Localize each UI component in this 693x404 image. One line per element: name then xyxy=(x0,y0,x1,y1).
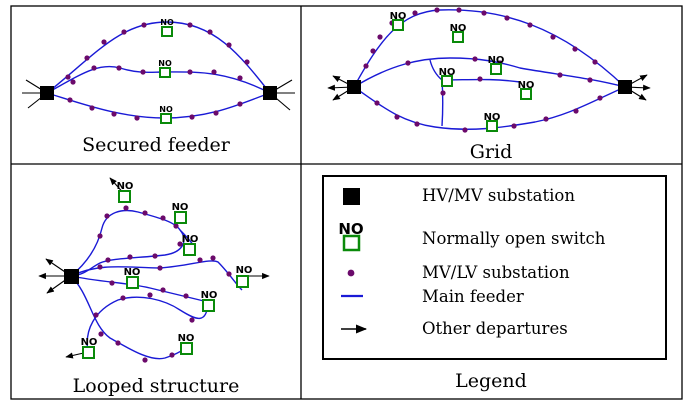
legend-normally-open-switch: NO Normally open switch xyxy=(338,220,606,252)
legend-mv-lv-substation: MV/LV substation xyxy=(347,263,570,282)
legend-caption: Legend xyxy=(455,370,527,392)
svg-text:NO: NO xyxy=(488,55,505,66)
legend-other-departures: Other departures xyxy=(341,319,568,338)
grid-caption: Grid xyxy=(470,141,513,163)
svg-text:NO: NO xyxy=(236,265,253,276)
hv-mv-substations xyxy=(40,86,277,100)
svg-text:NO: NO xyxy=(439,67,456,78)
looped-structure-caption: Looped structure xyxy=(73,375,240,397)
hv-mv-substation-symbol xyxy=(343,188,360,205)
secured-feeder-panel: NO NO NO Secured feeder xyxy=(22,18,295,156)
svg-text:NO: NO xyxy=(390,11,407,22)
svg-text:NO: NO xyxy=(159,105,173,114)
svg-text:NO: NO xyxy=(182,234,199,245)
hv-mv-substations xyxy=(347,80,632,94)
legend-panel: HV/MV substation NO Normally open switch… xyxy=(322,175,667,392)
legend-main-feeder: Main feeder xyxy=(341,287,524,306)
switch-symbol-text: NO xyxy=(338,220,363,238)
mv-lv-substations xyxy=(363,7,603,133)
mv-lv-substation-symbol xyxy=(347,269,355,277)
main-feeders xyxy=(46,21,271,119)
svg-text:NO: NO xyxy=(160,18,174,27)
normally-open-switches: NO NO NO NO NO NO NO NO xyxy=(81,181,253,359)
normally-open-switches: NO NO NO xyxy=(158,18,174,124)
legend-departures-label: Other departures xyxy=(422,319,568,338)
legend-hv-mv-label: HV/MV substation xyxy=(422,186,575,205)
normally-open-switches: NO NO NO NO NO NO xyxy=(390,11,535,132)
legend-hv-mv-substation: HV/MV substation xyxy=(343,186,575,205)
legend-box xyxy=(322,175,667,360)
svg-text:NO: NO xyxy=(172,202,189,213)
svg-text:NO: NO xyxy=(450,23,467,34)
grid-panel: NO NO NO NO NO NO Grid xyxy=(327,7,651,163)
secured-feeder-caption: Secured feeder xyxy=(82,134,231,156)
svg-text:NO: NO xyxy=(158,59,172,68)
svg-text:NO: NO xyxy=(201,290,218,301)
table-frame xyxy=(10,5,683,400)
legend-switch-label: Normally open switch xyxy=(422,229,606,248)
svg-text:NO: NO xyxy=(178,333,195,344)
switch-symbol xyxy=(342,234,361,252)
looped-structure-panel: NO NO NO NO NO NO NO NO Looped structure xyxy=(38,177,270,397)
mv-lv-substations xyxy=(65,22,250,121)
svg-text:NO: NO xyxy=(124,267,141,278)
hv-mv-substations xyxy=(64,269,79,284)
svg-text:NO: NO xyxy=(518,80,535,91)
svg-text:NO: NO xyxy=(484,112,501,123)
legend-mv-lv-label: MV/LV substation xyxy=(422,263,570,282)
mv-lv-substations xyxy=(93,205,232,363)
legend-feeder-label: Main feeder xyxy=(422,287,524,306)
svg-text:NO: NO xyxy=(117,181,134,192)
svg-text:NO: NO xyxy=(81,337,98,348)
